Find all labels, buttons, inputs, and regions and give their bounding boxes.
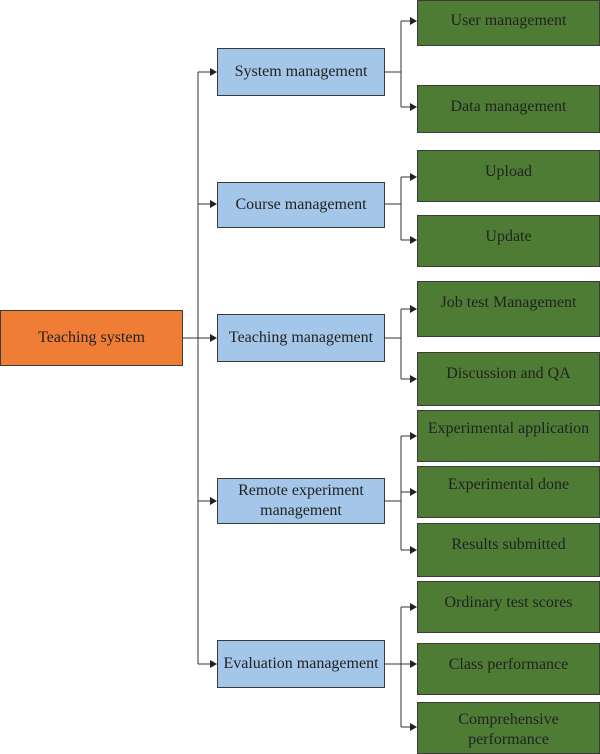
arrow-icon [410,660,417,668]
leaf-experimental-application: Experimental application [417,410,600,462]
arrow-icon [410,305,417,313]
leaf-ordinary-test-scores: Ordinary test scores [417,581,600,633]
module-teaching-management: Teaching management [217,314,385,362]
module-remote-experiment-management: Remote experiment management [217,478,385,524]
module-course-management: Course management [217,182,385,228]
leaf-class-performance: Class performance [417,643,600,695]
root-node-teaching-system: Teaching system [0,310,183,366]
arrow-icon [410,432,417,440]
arrow-icon [410,236,417,244]
arrow-icon [210,497,217,505]
leaf-experimental-done: Experimental done [417,466,600,518]
arrow-icon [410,723,417,731]
arrow-icon [410,173,417,181]
leaf-data-management: Data management [417,85,600,133]
arrow-icon [410,375,417,383]
arrow-icon [210,68,217,76]
leaf-upload: Upload [417,150,600,202]
arrow-icon [410,603,417,611]
arrow-icon [210,334,217,342]
leaf-update: Update [417,215,600,267]
arrow-icon [210,200,217,208]
leaf-user-management: User management [417,0,600,46]
arrow-icon [410,546,417,554]
leaf-comprehensive-performance: Comprehensive performance [417,702,600,754]
module-evaluation-management: Evaluation management [217,640,385,688]
arrow-icon [410,103,417,111]
module-system-management: System management [217,48,385,96]
arrow-icon [210,660,217,668]
leaf-job-test-management: Job test Management [417,281,600,337]
arrow-icon [410,488,417,496]
leaf-results-submitted: Results submitted [417,523,600,577]
arrow-icon [410,17,417,25]
leaf-discussion-and-qa: Discussion and QA [417,352,600,406]
